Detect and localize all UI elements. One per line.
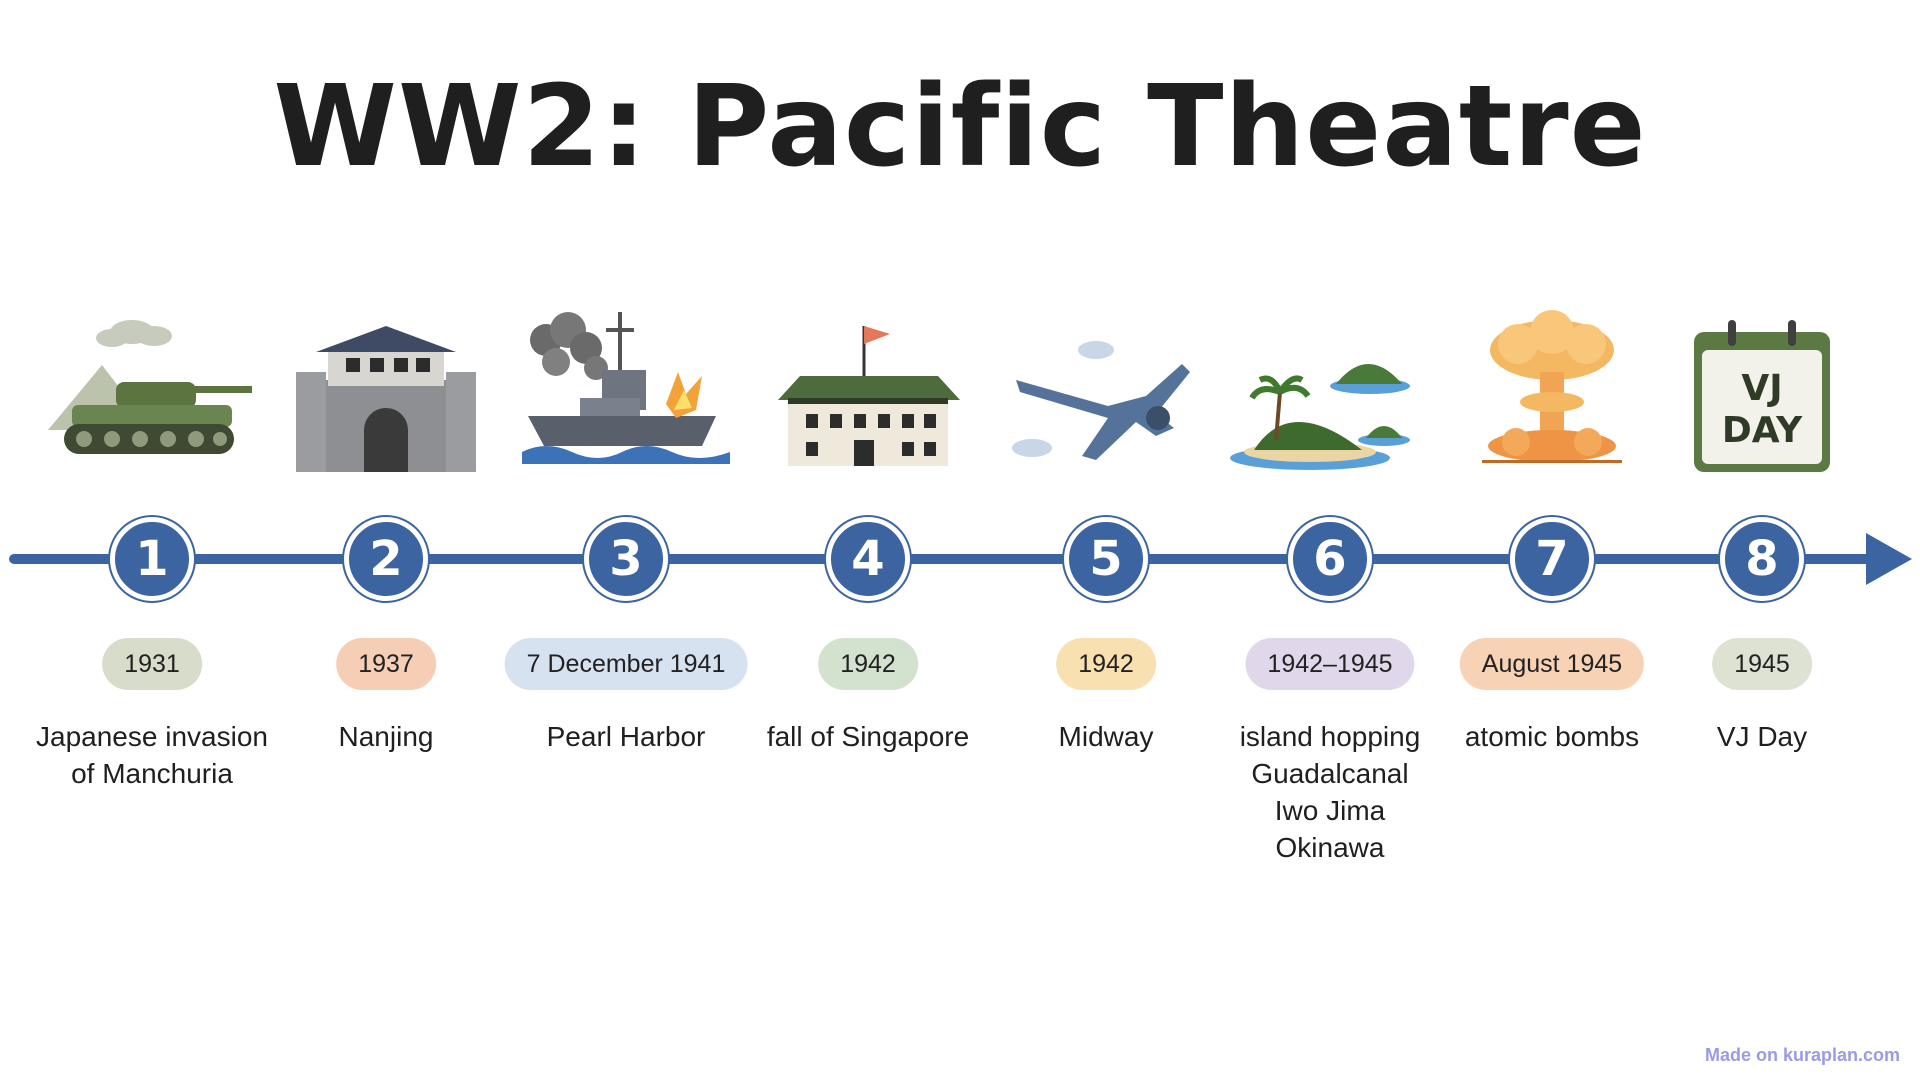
timeline-arrow-head — [1866, 533, 1912, 585]
event-number-3: 3 — [584, 517, 668, 601]
event-label-8: VJ Day — [1716, 721, 1808, 752]
event-date-8: 1945 — [1712, 638, 1812, 690]
event-label-5: Midway — [1058, 721, 1154, 752]
event-number-1: 1 — [110, 517, 194, 601]
event-label-7: atomic bombs — [1464, 721, 1640, 752]
city-gate-icon — [276, 310, 496, 480]
calendar-icon: VJ DAY — [1652, 310, 1872, 480]
watermark[interactable]: Made on kuraplan.com — [1704, 1045, 1900, 1065]
event-number-2: 2 — [344, 517, 428, 601]
calendar-text-line-2: DAY — [1722, 410, 1803, 451]
event-label-1: Japanese invasion of Manchuria — [36, 721, 268, 789]
event-date-5: 1942 — [1056, 638, 1156, 690]
event-date-7: August 1945 — [1459, 638, 1645, 690]
event-number-6: 6 — [1288, 517, 1372, 601]
colonial-building-icon — [758, 310, 978, 480]
event-number-5: 5 — [1064, 517, 1148, 601]
calendar-text-line-1: VJ — [1741, 368, 1782, 409]
page-title: WW2: Pacific Theatre — [273, 62, 1647, 192]
event-label-6: island hopping Guadalcanal Iwo Jima Okin… — [1239, 721, 1421, 863]
event-date-1: 1931 — [102, 638, 202, 690]
event-date-3: 7 December 1941 — [504, 638, 748, 690]
event-label-3: Pearl Harbor — [546, 721, 706, 752]
event-number-8: 8 — [1720, 517, 1804, 601]
event-date-6: 1942–1945 — [1245, 638, 1415, 690]
event-label-4: fall of Singapore — [766, 721, 970, 752]
burning-warship-icon — [516, 310, 736, 480]
event-number-4: 4 — [826, 517, 910, 601]
event-label-2: Nanjing — [338, 721, 434, 752]
islands-icon — [1220, 310, 1440, 480]
event-date-2: 1937 — [336, 638, 436, 690]
mushroom-cloud-icon — [1442, 310, 1662, 480]
tank-icon — [42, 310, 262, 480]
event-date-4: 1942 — [818, 638, 918, 690]
fighter-plane-icon — [996, 310, 1216, 480]
event-number-7: 7 — [1510, 517, 1594, 601]
